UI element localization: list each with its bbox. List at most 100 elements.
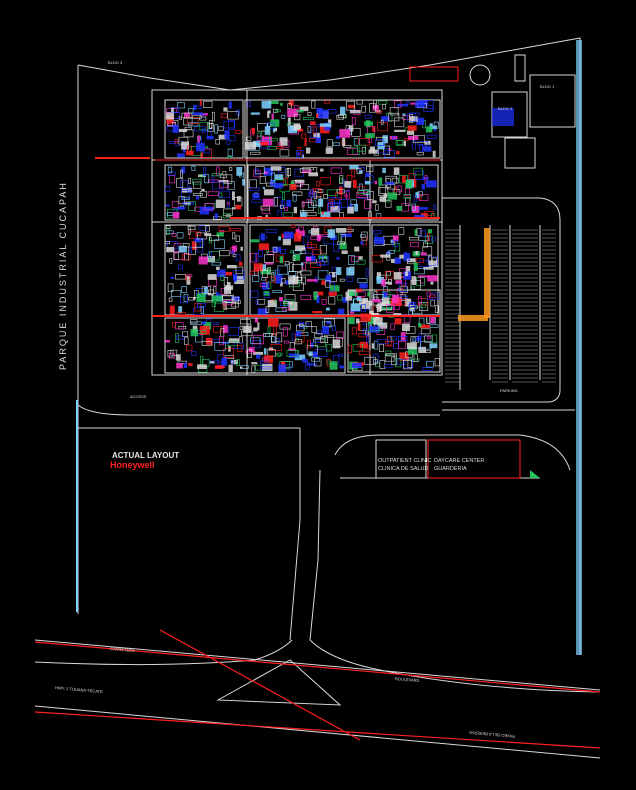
equipment-block — [181, 187, 193, 193]
equipment-block — [165, 241, 171, 245]
equipment-block — [394, 318, 402, 325]
equipment-block — [368, 149, 378, 154]
equipment-block — [279, 297, 283, 302]
equipment-block — [232, 207, 236, 210]
equipment-block — [402, 175, 406, 183]
equipment-block — [230, 359, 238, 365]
equipment-block — [360, 313, 372, 322]
equipment-block — [176, 232, 184, 239]
equipment-block — [243, 325, 252, 333]
equipment-block — [364, 181, 371, 185]
equipment-block — [316, 113, 321, 118]
equipment-block — [346, 276, 354, 282]
equipment-block — [406, 130, 415, 135]
equipment-block — [216, 266, 220, 270]
equipment-block — [260, 264, 267, 271]
equipment-block — [321, 298, 327, 305]
equipment-block — [338, 308, 345, 315]
equipment-block — [255, 252, 259, 262]
equipment-block — [252, 335, 264, 345]
equipment-block — [182, 253, 191, 261]
equipment-block — [351, 327, 358, 335]
equipment-block — [432, 150, 436, 158]
equipment-block — [416, 117, 425, 125]
equipment-block — [207, 256, 215, 263]
equipment-block — [399, 286, 408, 293]
equipment-block — [275, 307, 287, 312]
equipment-block — [329, 199, 334, 202]
equipment-block — [426, 360, 434, 368]
equipment-block — [218, 180, 229, 183]
equipment-block — [379, 360, 386, 369]
equipment-block — [265, 229, 278, 233]
equipment-block — [373, 149, 379, 156]
equipment-block — [385, 271, 395, 279]
equipment-block — [343, 145, 352, 148]
equipment-block — [273, 325, 277, 336]
equipment-block — [431, 237, 436, 242]
equipment-block — [358, 138, 370, 146]
equipment-block — [306, 363, 317, 366]
equipment-block — [215, 365, 223, 369]
equipment-block — [313, 291, 317, 301]
equipment-block — [199, 225, 208, 231]
equipment-block — [347, 206, 354, 214]
equipment-block — [178, 196, 185, 204]
equipment-block — [300, 270, 312, 276]
equipment-block — [429, 324, 439, 328]
equipment-block — [223, 301, 227, 310]
equipment-block — [418, 207, 429, 210]
equipment-block — [260, 268, 271, 275]
equipment-block — [265, 214, 268, 218]
equipment-block — [200, 330, 206, 334]
equipment-block — [276, 352, 281, 357]
equipment-block — [300, 211, 307, 220]
equipment-block — [426, 315, 431, 324]
equipment-block — [170, 276, 175, 279]
equipment-block — [275, 109, 281, 113]
equipment-block — [287, 103, 292, 109]
equipment-block — [192, 178, 202, 185]
equipment-block — [410, 102, 419, 105]
equipment-block — [367, 137, 372, 143]
equipment-block — [169, 174, 176, 184]
equipment-block — [377, 322, 388, 329]
equipment-block — [382, 167, 386, 173]
equipment-block — [372, 299, 382, 303]
equipment-block — [262, 363, 273, 371]
equipment-block — [366, 166, 374, 172]
equipment-block — [280, 204, 284, 209]
equipment-block — [396, 151, 400, 155]
equipment-block — [200, 152, 203, 158]
equipment-block — [326, 139, 333, 148]
equipment-block — [218, 225, 230, 232]
equipment-block — [419, 230, 426, 237]
equipment-block — [301, 133, 307, 140]
equipment-block — [288, 100, 294, 106]
equipment-block — [234, 275, 244, 284]
equipment-block — [339, 365, 344, 369]
equipment-block — [264, 333, 270, 338]
equipment-block — [280, 249, 286, 254]
equipment-block — [193, 105, 202, 109]
equipment-block — [275, 274, 283, 284]
equipment-block — [403, 253, 411, 261]
equipment-block — [176, 335, 185, 340]
equipment-block — [356, 191, 367, 198]
equipment-block — [283, 231, 294, 239]
equipment-block — [241, 330, 253, 337]
equipment-block — [290, 250, 294, 254]
equipment-block — [359, 341, 368, 348]
equipment-block — [349, 110, 361, 114]
equipment-block — [396, 140, 405, 145]
equipment-block — [381, 279, 386, 287]
equipment-block — [184, 126, 192, 130]
equipment-block — [375, 204, 379, 211]
equipment-block — [167, 166, 173, 174]
equipment-block — [429, 123, 433, 130]
equipment-block — [339, 175, 344, 184]
equipment-block — [173, 252, 179, 260]
equipment-block — [269, 137, 278, 142]
equipment-block — [424, 235, 433, 244]
equipment-block — [415, 101, 425, 108]
